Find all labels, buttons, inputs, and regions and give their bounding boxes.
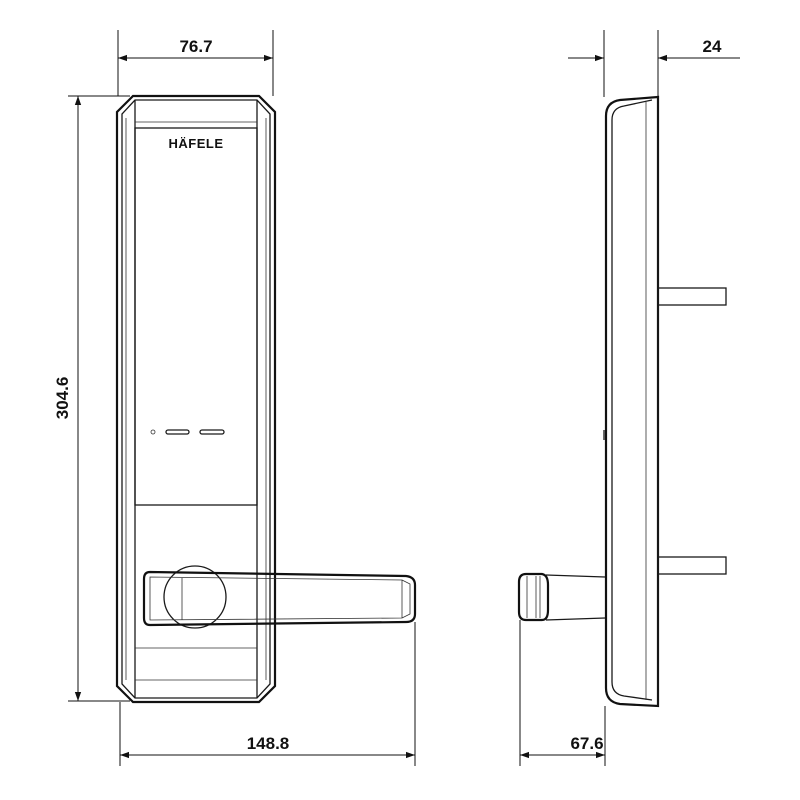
width-dimension-label: 76.7 — [179, 37, 212, 56]
brand-logo: HÄFELE — [169, 136, 224, 151]
mounting-bolt-top — [657, 287, 727, 306]
side-body-outline — [604, 95, 660, 708]
lever-handle — [142, 570, 417, 627]
indicator-light — [199, 429, 225, 435]
mounting-bolt-bottom — [657, 556, 727, 575]
depth-dimension-label: 24 — [703, 37, 722, 56]
dimension-height: 304.6 — [53, 95, 130, 702]
front-body-outline — [115, 94, 277, 704]
dimension-width: 76.7 — [117, 30, 274, 96]
dimension-handle-projection: 67.6 — [519, 620, 606, 766]
glass-panel — [134, 127, 258, 506]
indicator-light — [165, 429, 190, 435]
side-body-inner — [611, 99, 653, 701]
lever-handle-detail — [149, 576, 411, 621]
handle-projection-label: 67.6 — [570, 734, 603, 753]
handle-length-label: 148.8 — [247, 734, 290, 753]
dimension-handle-length: 148.8 — [119, 622, 416, 766]
front-view: HÄFELE — [115, 94, 417, 704]
handle-shaft-side — [545, 574, 606, 621]
height-dimension-label: 304.6 — [53, 377, 72, 420]
dimension-depth: 24 — [568, 30, 740, 97]
lever-handle-side-detail — [526, 576, 541, 618]
lever-handle-side — [517, 572, 550, 622]
sensor-indicator-icon — [150, 429, 156, 435]
side-view — [517, 95, 727, 708]
handle-rose — [163, 565, 227, 629]
